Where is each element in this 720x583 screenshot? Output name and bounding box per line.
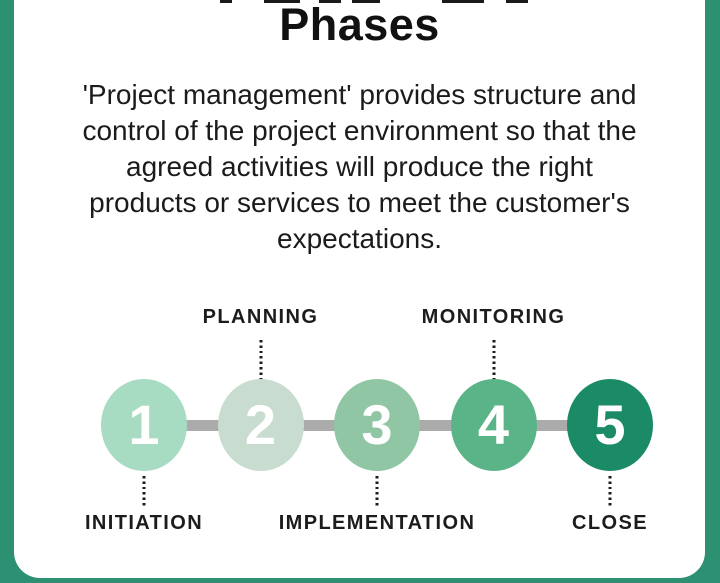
- step-circle-5: 5: [567, 379, 653, 471]
- step-label-planning: PLANNING: [202, 306, 319, 328]
- description-line: products or services to meet the custome…: [89, 187, 630, 218]
- step-circle-3: 3: [334, 379, 420, 471]
- step-number: 4: [477, 393, 510, 456]
- page-title: Phases: [279, 0, 440, 50]
- description-line: control of the project environment so th…: [82, 115, 637, 146]
- step-number: 3: [361, 393, 393, 456]
- dotted-connector: [608, 476, 612, 507]
- description-line: expectations.: [277, 223, 442, 254]
- step-number: 1: [128, 393, 160, 456]
- step-label-initiation: INITIATION: [84, 512, 204, 534]
- dotted-connector: [492, 340, 495, 380]
- step-label-implementation: IMPLEMENTATION: [278, 512, 476, 534]
- step-label-monitoring: MONITORING: [421, 306, 566, 328]
- step-circle-1: 1: [101, 379, 187, 471]
- dotted-connector: [259, 340, 262, 380]
- clipped-title-fragments: [14, 0, 705, 4]
- content-card: Phases 'Project management' provides str…: [14, 0, 705, 578]
- step-number: 2: [244, 393, 277, 456]
- step-label-close: CLOSE: [572, 512, 648, 534]
- step-circle-2: 2: [217, 379, 304, 471]
- dotted-connector: [375, 476, 379, 507]
- step-number: 5: [594, 393, 626, 456]
- description-line: agreed activities will produce the right: [126, 151, 593, 182]
- description: 'Project management' provides structure …: [14, 77, 705, 257]
- description-line: 'Project management' provides structure …: [82, 79, 637, 110]
- step-circle-4: 4: [450, 379, 537, 471]
- dotted-connector: [142, 476, 146, 507]
